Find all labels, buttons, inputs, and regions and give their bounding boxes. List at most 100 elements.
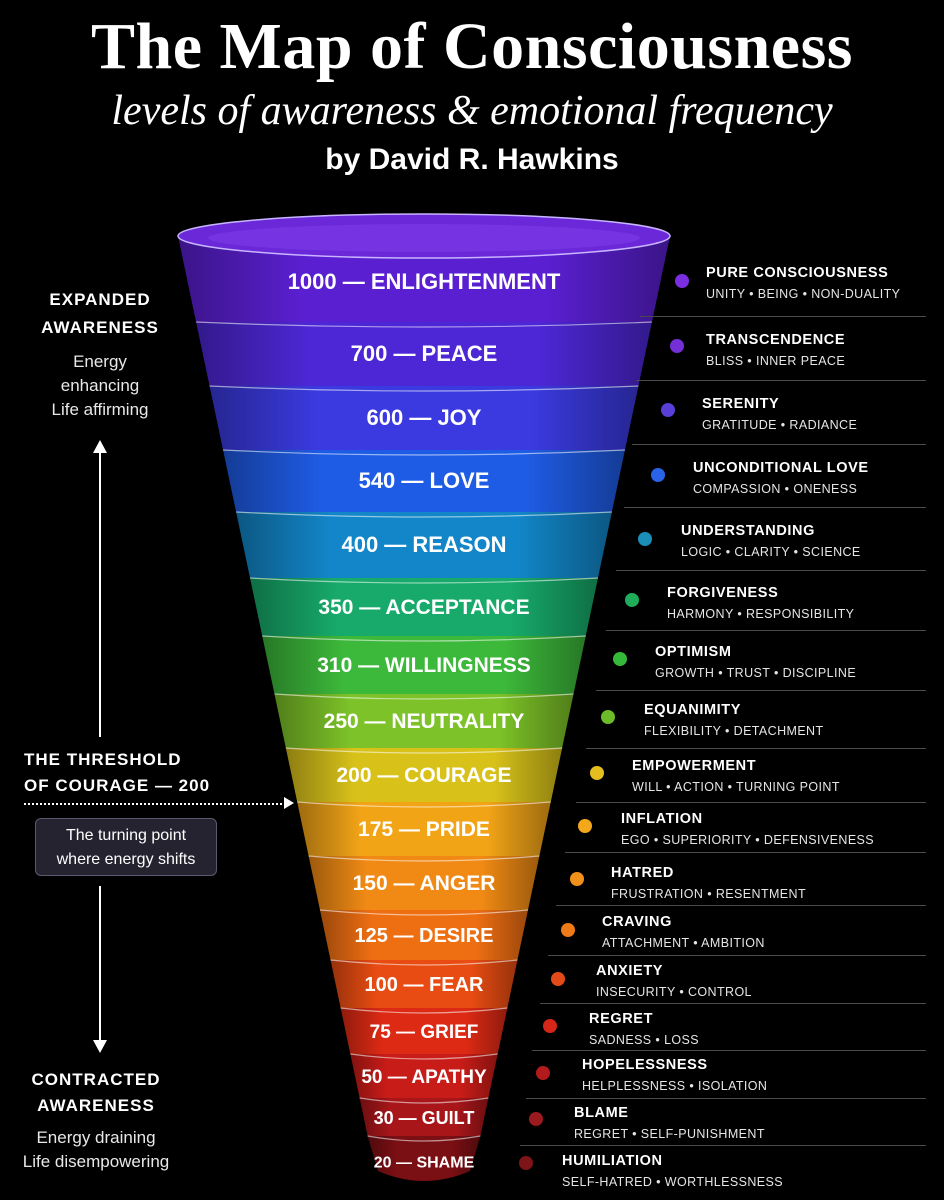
funnel-band-divider [340, 1007, 508, 1014]
level-divider [548, 955, 926, 956]
level-description-detail: FLEXIBILITY • DETACHMENT [644, 724, 824, 738]
expanded-awareness-heading-line1: EXPANDED [49, 290, 151, 309]
level-description-title: CRAVING [602, 914, 672, 930]
level-description-title: BLAME [574, 1105, 629, 1121]
funnel-band-divider [330, 959, 518, 966]
expanded-awareness-heading-line2: AWARENESS [41, 318, 159, 337]
funnel-band-divider [308, 855, 540, 862]
level-label: 150 — ANGER [353, 872, 496, 895]
level-description-title: HOPELESSNESS [582, 1057, 708, 1073]
level-divider [556, 905, 926, 906]
level-divider [526, 1098, 926, 1099]
level-label: 200 — COURAGE [336, 764, 511, 787]
level-divider [640, 316, 926, 317]
level-label: 350 — ACCEPTANCE [318, 596, 529, 619]
threshold-dotted-line [24, 803, 286, 805]
funnel-band-shade [250, 578, 598, 636]
level-color-dot [570, 872, 584, 886]
funnel-band-divider [236, 511, 612, 518]
level-divider [540, 1003, 926, 1004]
level-divider [520, 1145, 926, 1146]
level-color-dot [651, 468, 665, 482]
turning-point-note: The turning point where energy shifts [35, 818, 217, 876]
level-color-dot [613, 652, 627, 666]
funnel-band-shade [196, 322, 652, 386]
level-label: 30 — GUILT [374, 1108, 475, 1128]
funnel-band-divider [196, 321, 652, 328]
level-description-detail: ATTACHMENT • AMBITION [602, 936, 765, 950]
funnel-band-divider [367, 1135, 481, 1142]
level-description-detail: SADNESS • LOSS [589, 1033, 700, 1047]
level-description-detail: HARMONY • RESPONSIBILITY [667, 607, 855, 621]
funnel-band-shade [359, 1098, 489, 1136]
funnel-band-shade [209, 386, 639, 450]
level-label: 250 — NEUTRALITY [324, 710, 525, 733]
funnel-band-shade [236, 512, 612, 578]
level-divider [576, 802, 926, 803]
level-description-title: EQUANIMITY [644, 702, 742, 718]
level-label: 175 — PRIDE [358, 818, 490, 841]
arrow-down-shaft [99, 886, 101, 1042]
funnel-band-shade [308, 856, 540, 910]
funnel-band-shade [330, 960, 518, 1008]
level-divider [632, 444, 926, 445]
level-description-title: OPTIMISM [655, 644, 732, 660]
expanded-awareness-text-2: enhancing [60, 376, 140, 395]
level-color-dot [578, 819, 592, 833]
level-color-dot [551, 972, 565, 986]
funnel-band-divider [297, 801, 551, 808]
turning-point-text-2: where energy shifts [56, 851, 196, 868]
contracted-awareness-heading-line2: AWARENESS [37, 1096, 155, 1115]
level-description-detail: COMPASSION • ONENESS [693, 482, 858, 496]
level-color-dot [543, 1019, 557, 1033]
level-label: 600 — JOY [367, 405, 482, 430]
level-color-dot [670, 339, 684, 353]
page-title: The Map of Consciousness [91, 10, 853, 83]
funnel-band-shade [262, 636, 586, 694]
funnel-band-divider [274, 693, 574, 700]
level-label: 700 — PEACE [351, 341, 498, 366]
level-description-title: REGRET [589, 1011, 654, 1027]
expanded-awareness-text-1: Energy [73, 352, 127, 371]
funnel-band-shade [274, 694, 574, 748]
level-divider [606, 630, 926, 631]
funnel-top-rim-inner [208, 224, 640, 252]
funnel-band-divider [262, 635, 586, 642]
level-color-dot [625, 593, 639, 607]
funnel-band-divider [359, 1097, 489, 1104]
turning-point-text-1: The turning point [65, 827, 187, 844]
level-description-title: INFLATION [621, 811, 703, 827]
level-color-dot [561, 923, 575, 937]
level-description-detail: BLISS • INNER PEACE [706, 354, 846, 368]
level-divider [624, 507, 926, 508]
funnel-band-divider [350, 1053, 498, 1060]
level-divider [596, 690, 926, 691]
threshold-heading-line1: THE THRESHOLD [24, 750, 182, 769]
level-description-detail: EGO • SUPERIORITY • DEFENSIVENESS [621, 833, 875, 847]
level-description-title: TRANSCENDENCE [706, 332, 846, 348]
funnel-band-shade [223, 450, 625, 512]
funnel-band-shade [367, 1136, 481, 1181]
funnel-band-divider [223, 449, 625, 456]
level-divider [586, 748, 926, 749]
level-description-detail: LOGIC • CLARITY • SCIENCE [681, 545, 861, 559]
level-color-dot [661, 403, 675, 417]
level-description-title: FORGIVENESS [667, 585, 779, 601]
level-color-dot [536, 1066, 550, 1080]
level-description-detail: SELF-HATRED • WORTHLESSNESS [562, 1175, 783, 1189]
page-subtitle: levels of awareness & emotional frequenc… [111, 88, 833, 134]
threshold-heading-line2: OF COURAGE — 200 [24, 776, 211, 795]
contracted-awareness-text-1: Energy draining [36, 1128, 156, 1147]
level-color-dot [675, 274, 689, 288]
level-description-title: HATRED [611, 865, 674, 881]
level-divider [532, 1050, 926, 1051]
contracted-awareness-heading-line1: CONTRACTED [31, 1070, 161, 1089]
level-color-dot [638, 532, 652, 546]
level-color-dot [601, 710, 615, 724]
level-description-title: ANXIETY [596, 963, 664, 979]
arrow-up-icon [93, 440, 107, 453]
level-description-detail: INSECURITY • CONTROL [596, 985, 752, 999]
level-label: 75 — GRIEF [370, 1022, 479, 1043]
level-description-title: UNCONDITIONAL LOVE [693, 460, 869, 476]
